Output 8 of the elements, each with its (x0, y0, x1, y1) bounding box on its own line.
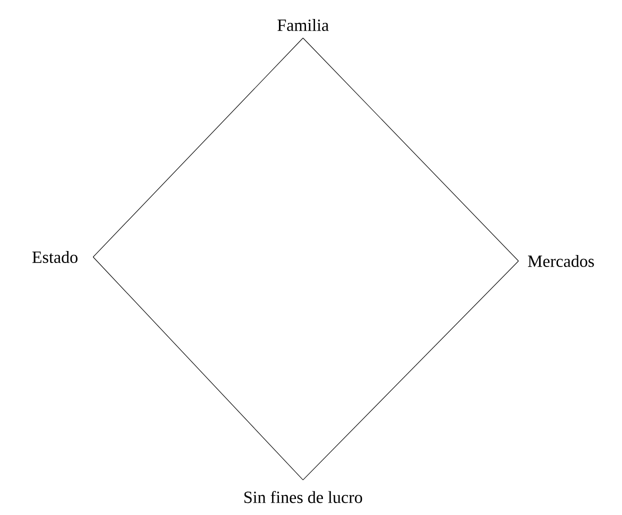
connector-line (302, 260, 519, 480)
node-label: Familia (278, 19, 329, 31)
node-label: Mercados (528, 255, 594, 267)
connector-line (302, 38, 519, 262)
connector-line (92, 38, 304, 258)
node-label: Sin fines de lucro (244, 490, 362, 504)
node-label: Estado (32, 251, 78, 263)
connector-line (92, 256, 304, 480)
